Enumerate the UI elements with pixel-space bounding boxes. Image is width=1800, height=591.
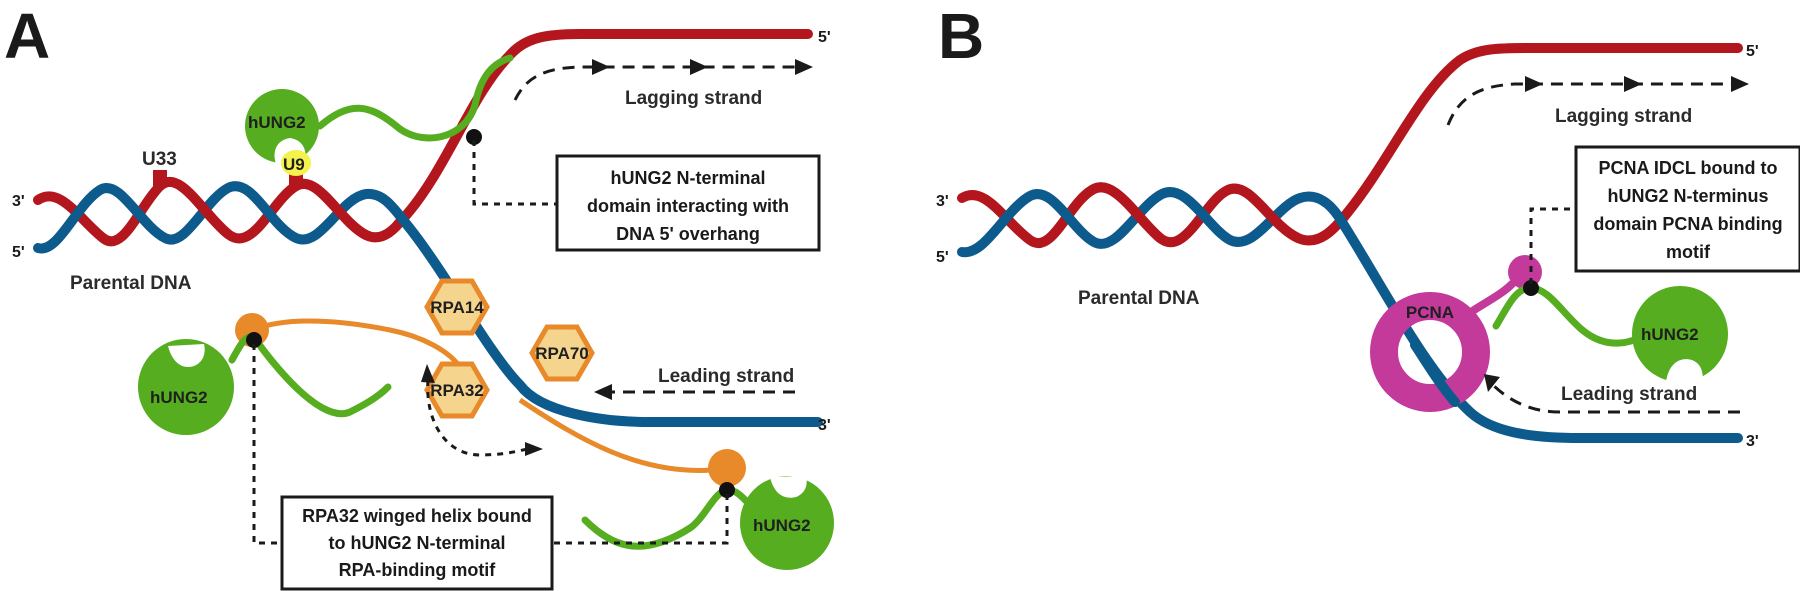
panel-a-end-left-top: 3'	[12, 193, 25, 210]
rpa14-subunit	[424, 278, 490, 336]
panel-a-rpa32-leader-right	[552, 494, 729, 545]
panel-a-end-right-bottom: 3'	[818, 417, 831, 434]
panel-b-pcna-callout-line-3: domain PCNA binding	[1593, 214, 1782, 234]
panel-b-leading-arrowhead	[1484, 374, 1500, 392]
panel-b-pcna-contact-dot	[1523, 280, 1539, 296]
panel-a-overhang-leader	[472, 140, 557, 206]
panel-b-pcna-callout-box	[1574, 145, 1800, 273]
panel-b-end-top-right: 5'	[1746, 43, 1759, 60]
panel-a-rpa32-callout-line-2: to hUNG2 N-terminal	[328, 533, 505, 553]
panel-a-lagging-arrowhead-2	[690, 59, 708, 75]
panel-a-end-left-bottom: 5'	[12, 244, 25, 261]
hung2-bottom-tail	[581, 486, 764, 550]
rpa70-label: RPA70	[535, 344, 589, 363]
panel-a-leading-strand-label: Leading strand	[658, 366, 794, 387]
rpa14-label: RPA14	[430, 298, 484, 317]
rpa-winged-helix-right	[708, 449, 746, 487]
rpa-movement-arrowhead-right	[525, 442, 543, 456]
u9-label: U9	[283, 155, 305, 174]
panel-a-rpa32-leader-left	[252, 344, 282, 545]
panel-a-overhang-callout-line-2: domain interacting with	[587, 196, 789, 216]
panel-a-rpa32-callout-box	[280, 495, 554, 591]
hung2-b-tail	[1492, 284, 1638, 347]
hung2-top-label: hUNG2	[248, 113, 306, 132]
panel-b-lagging-strand-label: Lagging strand	[1555, 106, 1692, 127]
panel-a-leading-arrowhead	[594, 384, 612, 400]
rpa32-linker-right	[518, 397, 713, 473]
rpa32-label: RPA32	[430, 381, 484, 400]
hung2-left-label: hUNG2	[150, 388, 208, 407]
panel-a-parental-blue-strand	[33, 181, 823, 427]
panel-a-lagging-strand-label: Lagging strand	[625, 88, 762, 109]
panel-a-overhang-callout-line-3: DNA 5' overhang	[616, 224, 760, 244]
panel-a-lagging-template-strand	[395, 29, 813, 227]
pcna-idcl-linker	[1458, 280, 1516, 322]
panel-b-letter: B	[938, 0, 984, 72]
panel-a-lagging-arrow-path	[513, 65, 808, 101]
panel-b-leading-strand-label: Leading strand	[1561, 384, 1697, 405]
rpa70-subunit	[529, 324, 595, 382]
panel-b-strand-through-pcna	[1410, 340, 1460, 407]
panel-a-end-top-right: 5'	[818, 29, 831, 46]
panel-b-end-right-bottom: 3'	[1746, 433, 1759, 450]
panel-b-lagging-arrow-path	[1446, 82, 1738, 126]
pcna-ring	[1370, 292, 1490, 412]
panel-b-end-left-bottom: 5'	[936, 249, 949, 266]
panel-b-pcna-callout-line-4: motif	[1666, 242, 1711, 262]
panel-b-pcna-callout-line-2: hUNG2 N-terminus	[1607, 186, 1768, 206]
panel-a-parental-dna-label: Parental DNA	[70, 273, 192, 294]
panel-b-lagging-arrowhead-2	[1624, 76, 1642, 92]
hung2-left-body	[138, 339, 234, 435]
panel-a-lagging-arrowhead-1	[592, 59, 610, 75]
pcna-label: PCNA	[1406, 303, 1454, 322]
panel-a-red-overlay-2	[291, 178, 371, 240]
panel-b-pcna-leader	[1529, 207, 1576, 284]
hung2-left-tail	[228, 333, 392, 418]
panel-a-rpa32-callout-line-3: RPA-binding motif	[339, 560, 497, 580]
hung2-top-tail	[316, 54, 514, 142]
u33-label: U33	[142, 149, 177, 170]
panel-a-lagging-arrowhead-3	[795, 59, 813, 75]
hung2-b-pocket	[1666, 359, 1703, 384]
panel-b: B 5' 3' 5' 3' Parental DNA Lagging stran…	[936, 0, 1800, 450]
hung2-bottom-body	[740, 476, 834, 570]
panel-b-lagging-arrowhead-1	[1525, 76, 1543, 92]
hung2-bottom-pocket	[770, 476, 807, 498]
panel-a-red-overlay	[155, 177, 233, 239]
rpa32-subunit	[424, 361, 490, 419]
panel-a-letter: A	[4, 0, 50, 72]
panel-b-leading-arrow-path	[1490, 382, 1740, 414]
hung2-b-label: hUNG2	[1641, 325, 1699, 344]
rpa32-linker-left	[252, 318, 465, 372]
hung2-left-pocket	[168, 344, 205, 368]
panel-b-end-left-top: 3'	[936, 193, 949, 210]
u9-uracil	[281, 150, 311, 176]
panel-b-red-overlay-2	[1223, 183, 1303, 243]
rpa-movement-arrowhead-top	[421, 364, 435, 383]
panel-a-rpa32-callout-line-1: RPA32 winged helix bound	[302, 506, 532, 526]
panel-a-rpa-contact-dot-left	[246, 332, 262, 348]
panel-a-overhang-callout-line-1: hUNG2 N-terminal	[610, 168, 765, 188]
panel-a-overhang-contact-dot	[466, 129, 482, 145]
panel-b-lagging-arrowhead-3	[1731, 76, 1749, 92]
hung2-bottom-label: hUNG2	[753, 516, 811, 535]
hung2-b-body	[1632, 286, 1728, 382]
panel-a-rpa-contact-dot-right	[719, 482, 735, 498]
panel-a: A 5' 3' 5' 3' Parental DNA U33 Lagging s…	[4, 0, 834, 591]
rpa-movement-arrow	[426, 379, 528, 457]
panel-b-pcna-callout-line-1: PCNA IDCL bound to	[1599, 158, 1778, 178]
panel-a-overhang-callout-box	[555, 154, 821, 252]
panel-b-red-overlay	[1087, 182, 1165, 243]
panel-b-parental-dna-label: Parental DNA	[1078, 288, 1200, 309]
